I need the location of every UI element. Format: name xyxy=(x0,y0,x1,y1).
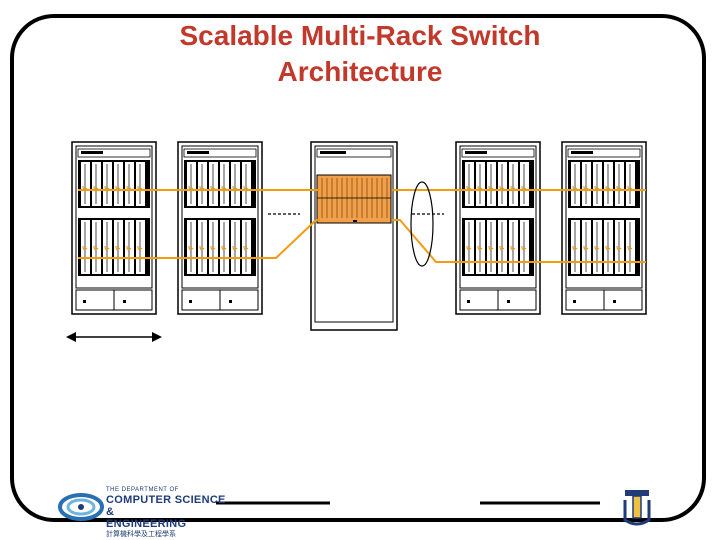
slide-frame xyxy=(10,14,706,522)
lower-link-right xyxy=(392,219,646,263)
title-line-1: Scalable Multi-Rack Switch xyxy=(179,20,541,51)
department-name: THE DEPARTMENT OF COMPUTER SCIENCE & ENG… xyxy=(106,486,233,540)
switch-fabric-rack xyxy=(310,141,398,331)
swirl-logo-icon xyxy=(58,493,104,521)
logo-line-3: ENGINEERING xyxy=(106,518,187,530)
title-line-2: Architecture xyxy=(277,56,443,87)
logo-line-1: THE DEPARTMENT OF xyxy=(106,487,179,493)
double-arrow xyxy=(66,332,162,342)
university-logo-icon xyxy=(623,490,651,526)
logo-line-4: 計算機科學及工程學系 xyxy=(106,531,176,538)
logo-line-2: COMPUTER SCIENCE & xyxy=(106,494,226,518)
lower-link-left xyxy=(78,219,320,259)
department-logo: THE DEPARTMENT OF COMPUTER SCIENCE & ENG… xyxy=(58,486,233,538)
slide-title: Scalable Multi-Rack Switch Architecture xyxy=(0,18,720,90)
port-rack-2 xyxy=(177,141,263,315)
port-rack-3 xyxy=(455,141,541,315)
port-rack-4 xyxy=(561,141,647,315)
link-bundle-ellipse xyxy=(410,181,434,267)
interconnect-links xyxy=(78,189,646,263)
port-rack-1 xyxy=(71,141,157,315)
